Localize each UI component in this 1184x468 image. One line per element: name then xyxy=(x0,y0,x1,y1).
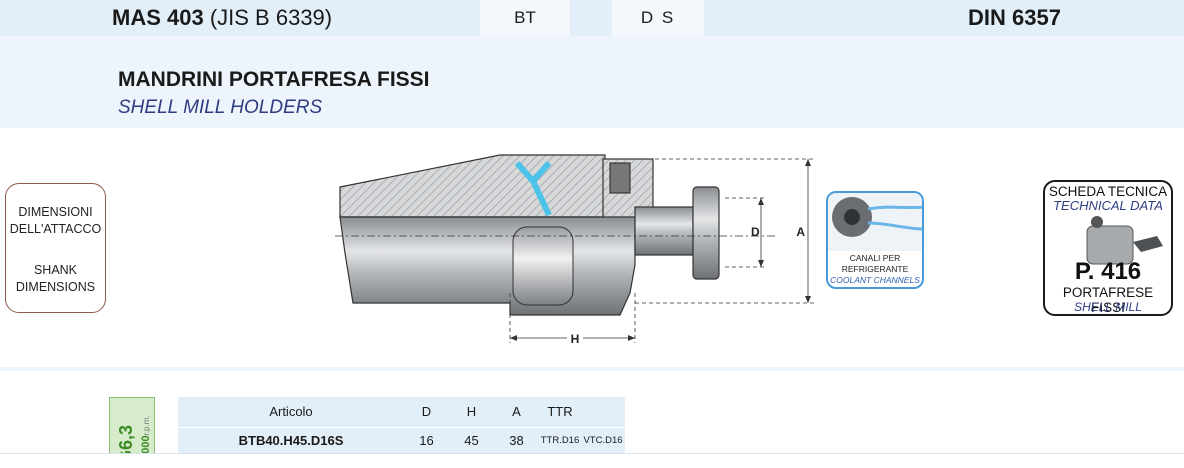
coolant-channels-badge: CANALI PER REFRIGERANTE COOLANT CHANNELS xyxy=(826,191,924,289)
ds-label: D S xyxy=(612,0,704,36)
header-bar: MAS 403 (JIS B 6339) BT D S DIN 6357 xyxy=(0,0,1184,36)
retention-screw xyxy=(609,162,631,194)
col-header-ttr: TTR xyxy=(539,397,581,427)
dim-line-3: SHANK xyxy=(33,263,78,277)
coolant-channel xyxy=(514,161,552,217)
section-divider xyxy=(0,367,1184,371)
tech-page-number: P. 416 xyxy=(1074,258,1142,285)
coolant-line-1: CANALI PER xyxy=(849,253,901,263)
col-header-h: H xyxy=(449,397,494,427)
col-header-a: A xyxy=(494,397,539,427)
cell-ttr: TTR.D16 xyxy=(539,426,581,453)
pilot-spigot xyxy=(634,206,694,256)
standard-jis: (JIS B 6339) xyxy=(203,5,333,30)
tech-title-it: SCHEDA TECNICA xyxy=(1048,184,1168,199)
shank-dimensions-box: DIMENSIONI DELL'ATTACCO SHANK DIMENSIONS xyxy=(5,183,106,313)
bt-label: BT xyxy=(480,0,570,36)
drive-key xyxy=(692,186,720,280)
dim-h-label: H xyxy=(571,332,580,346)
table-header-row: Articolo D H A TTR xyxy=(178,397,625,427)
holder-drawing: D A H xyxy=(335,154,815,346)
taper-section xyxy=(339,154,606,218)
coolant-text-en: COOLANT CHANNELS xyxy=(830,275,920,285)
dim-d-label: D xyxy=(751,225,760,239)
col-header-blank xyxy=(581,397,625,427)
page-bottom xyxy=(0,453,1184,468)
cell-articolo: BTB40.H45.D16S xyxy=(178,426,404,453)
page-title: MANDRINI PORTAFRESA FISSI xyxy=(118,68,430,91)
din-label: DIN 6357 xyxy=(968,5,1061,30)
tech-sub-en: SHELL MILL HOLDERS xyxy=(1074,300,1142,314)
cell-a: 38 xyxy=(494,426,539,453)
coolant-text-it: CANALI PER REFRIGERANTE xyxy=(828,253,922,275)
standard-label: MAS 403 (JIS B 6339) xyxy=(112,0,332,36)
cell-d: 16 xyxy=(404,426,449,453)
technical-data-link[interactable]: SCHEDA TECNICA TECHNICAL DATA P. 416 POR… xyxy=(1043,180,1173,316)
v-groove xyxy=(512,226,574,306)
tech-title-en: TECHNICAL DATA xyxy=(1053,198,1163,213)
coolant-photo xyxy=(828,193,922,251)
table-row: BTB40.H45.D16S 16 45 38 TTR.D16 VTC.D16 xyxy=(178,426,625,453)
page-subtitle: SHELL MILL HOLDERS xyxy=(118,97,323,118)
shank-body xyxy=(339,216,636,316)
cell-vtc: VTC.D16 xyxy=(581,426,625,453)
title-band xyxy=(0,36,1184,128)
coolant-line-2: REFRIGERANTE xyxy=(841,264,909,274)
article-table: Articolo D H A TTR BTB40.H45.D16S 16 45 … xyxy=(178,397,625,453)
holder-thumbnail-icon xyxy=(1086,216,1163,265)
dim-line-4: DIMENSIONS xyxy=(15,280,96,294)
cell-h: 45 xyxy=(449,426,494,453)
dim-line-1: DIMENSIONI xyxy=(18,205,93,219)
standard-code: MAS 403 xyxy=(112,5,204,30)
col-header-d: D xyxy=(404,397,449,427)
col-header-articolo: Articolo xyxy=(178,397,404,427)
dim-a-label: A xyxy=(796,225,805,239)
rpm-unit: r.p.m. xyxy=(142,415,151,436)
dim-line-2: DELL'ATTACCO xyxy=(9,222,102,236)
tech-sub-it: PORTAFRESE FISSI xyxy=(1062,285,1154,315)
